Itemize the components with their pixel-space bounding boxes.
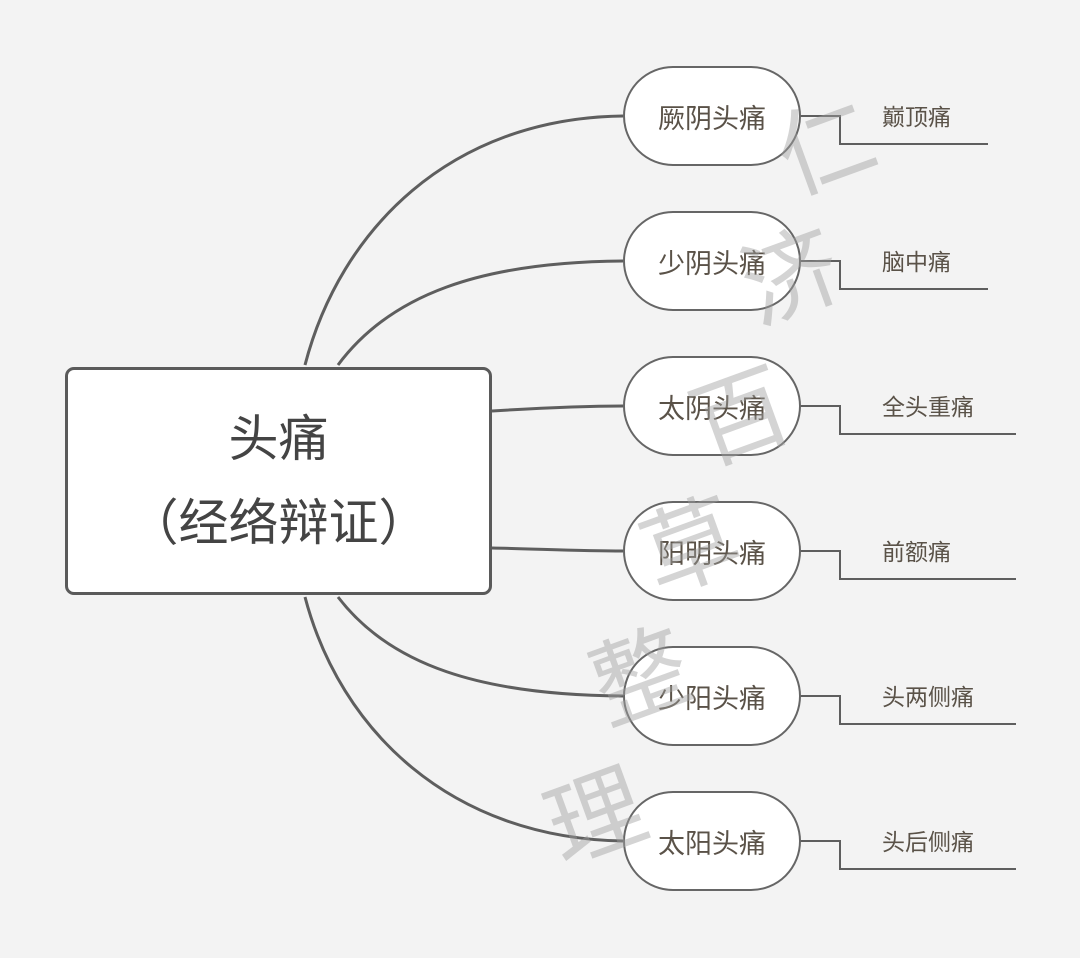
leaf-label-5[interactable]: 头两侧痛 [882, 685, 974, 711]
curve-branch-6 [303, 596, 624, 843]
leaf-connector-3 [799, 405, 1016, 435]
branch-node-3[interactable]: 太阴头痛 [623, 356, 801, 456]
branch-node-2[interactable]: 少阴头痛 [623, 211, 801, 311]
branch-node-4[interactable]: 阳明头痛 [623, 501, 801, 601]
leaf-connector-5 [799, 695, 1016, 725]
leaf-connector-4 [799, 550, 1016, 580]
curve-branch-4 [491, 546, 624, 553]
leaf-connector-1 [799, 115, 988, 145]
leaf-label-6[interactable]: 头后侧痛 [882, 830, 974, 856]
root-title: 头痛 [228, 410, 329, 468]
branch-node-5[interactable]: 少阳头痛 [623, 646, 801, 746]
leaf-label-1[interactable]: 巅顶痛 [882, 105, 951, 131]
branch-node-6[interactable]: 太阳头痛 [623, 791, 801, 891]
leaf-connector-2 [799, 260, 988, 290]
leaf-label-3[interactable]: 全头重痛 [882, 395, 974, 421]
leaf-label-4[interactable]: 前额痛 [882, 540, 951, 566]
curve-branch-5 [336, 596, 624, 698]
root-subtitle: （经络辩证） [128, 494, 429, 552]
leaf-label-2[interactable]: 脑中痛 [882, 250, 951, 276]
leaf-connector-6 [799, 840, 1016, 870]
branch-node-1[interactable]: 厥阴头痛 [623, 66, 801, 166]
curve-branch-2 [336, 259, 624, 366]
root-node[interactable]: 头痛 （经络辩证） [65, 367, 492, 595]
curve-branch-3 [491, 404, 624, 413]
curve-branch-1 [303, 114, 624, 366]
